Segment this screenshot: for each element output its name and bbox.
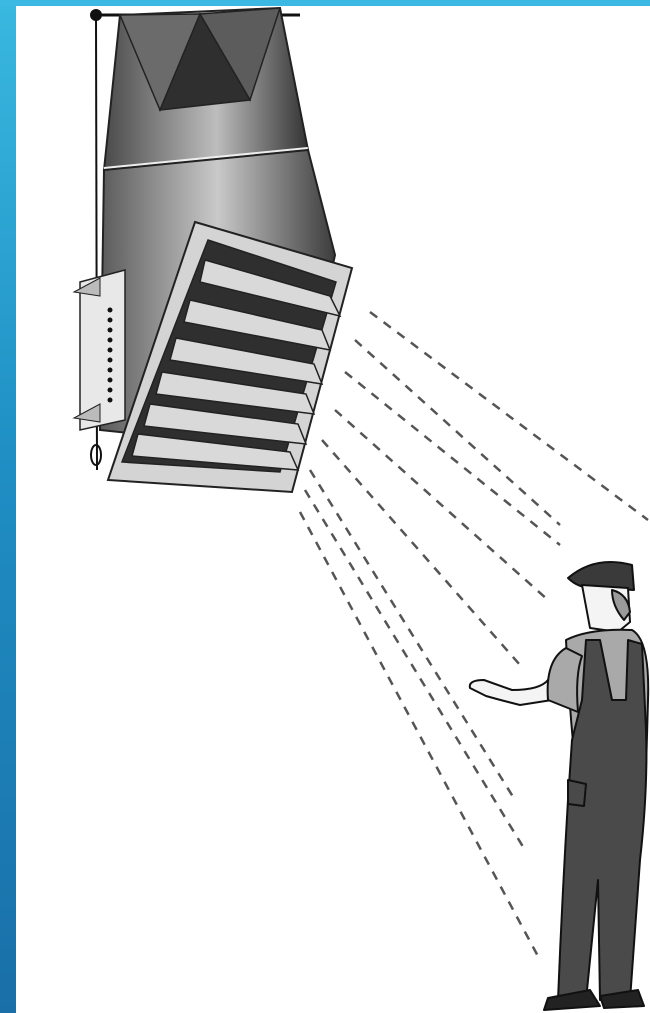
worker-figure [470, 562, 648, 1010]
heater-top-housing [104, 8, 308, 170]
worker-shoes [544, 990, 600, 1010]
